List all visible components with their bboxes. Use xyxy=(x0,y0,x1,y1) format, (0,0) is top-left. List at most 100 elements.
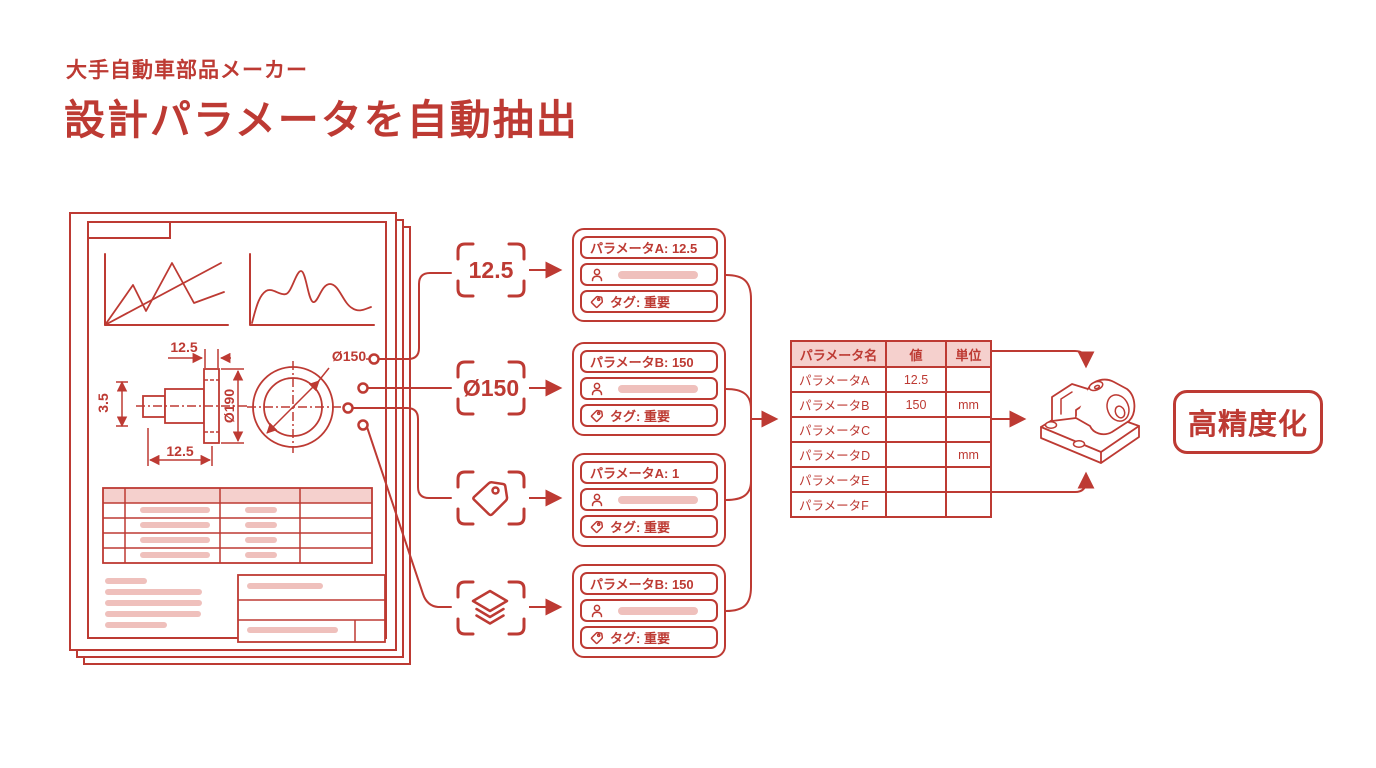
document-part-side-view xyxy=(116,349,250,466)
table-row: パラメータE xyxy=(790,466,992,493)
table-cell: パラメータD xyxy=(790,441,887,468)
tag-row: タグ: 重要 xyxy=(580,626,718,649)
parameter-label: パラメータB: 150 xyxy=(590,577,694,592)
table-cell xyxy=(885,491,947,518)
dimension-flange-diameter: Ø190 xyxy=(221,388,237,424)
table-row: パラメータD mm xyxy=(790,441,992,468)
placeholder-bar xyxy=(618,495,698,504)
dimension-step-height: 3.5 xyxy=(95,393,111,413)
placeholder-bar xyxy=(618,384,698,393)
outcome-label: 高精度化 xyxy=(1187,409,1308,441)
person-icon xyxy=(591,493,603,506)
document-text-placeholder xyxy=(105,578,202,628)
col-header-unit: 単位 xyxy=(945,340,992,368)
card-merge-connector xyxy=(725,274,779,612)
tag-icon xyxy=(590,295,604,308)
extractor-value-label: 12.5 xyxy=(468,257,514,283)
table-part-arrows xyxy=(989,350,1095,493)
document-tab xyxy=(87,221,171,239)
document-curve-chart xyxy=(249,253,375,326)
owner-row xyxy=(580,599,718,622)
extractor-frame-2 xyxy=(456,360,526,416)
owner-row xyxy=(580,263,718,286)
placeholder-bar xyxy=(618,606,698,615)
outcome-badge: 高精度化 xyxy=(1173,390,1323,454)
parameter-row: パラメータA: 1 xyxy=(580,461,718,484)
extractor-card-arrows xyxy=(529,261,563,616)
tag-icon xyxy=(590,409,604,422)
extractor-frame-3 xyxy=(456,470,526,526)
person-icon xyxy=(591,382,603,395)
placeholder-bar xyxy=(618,270,698,279)
document-data-table xyxy=(102,487,373,564)
table-cell xyxy=(885,441,947,468)
extraction-leads xyxy=(342,272,452,608)
eyebrow-label: 大手自動車部品メーカー xyxy=(66,59,308,82)
page-title: 設計パラメータを自動抽出 xyxy=(64,97,579,143)
tag-icon xyxy=(590,520,604,533)
parameter-row: パラメータB: 150 xyxy=(580,572,718,595)
table-cell: パラメータB xyxy=(790,391,887,418)
tag-row: タグ: 重要 xyxy=(580,290,718,313)
table-cell: パラメータF xyxy=(790,491,887,518)
extractor-frame-1 xyxy=(456,242,526,298)
table-row: パラメータB 150 mm xyxy=(790,391,992,418)
dimension-circle-diameter: Ø150 xyxy=(331,348,367,364)
document-title-block xyxy=(237,574,386,643)
document-line-chart xyxy=(104,253,229,326)
extracted-card-group-3: パラメータA: 1 タグ: 重要 xyxy=(572,453,726,547)
extracted-card-group-2: パラメータB: 150 タグ: 重要 xyxy=(572,342,726,436)
owner-row xyxy=(580,488,718,511)
anchor-dot xyxy=(357,419,369,431)
table-cell: mm xyxy=(945,441,992,468)
tag-icon xyxy=(468,476,512,520)
table-cell xyxy=(885,416,947,443)
parameter-table: パラメータ名 値 単位 パラメータA 12.5 パラメータB 150 mm パラ… xyxy=(790,340,992,518)
table-cell xyxy=(945,366,992,393)
tag-label: タグ: 重要 xyxy=(610,295,670,310)
col-header-name: パラメータ名 xyxy=(790,340,887,368)
dimension-bottom-width: 12.5 xyxy=(166,443,194,459)
extractor-frame-4 xyxy=(456,580,526,636)
table-row: パラメータC xyxy=(790,416,992,443)
extractor-value-label: Ø150 xyxy=(462,375,520,401)
table-header-row: パラメータ名 値 単位 xyxy=(790,340,992,368)
table-row: パラメータA 12.5 xyxy=(790,366,992,393)
person-icon xyxy=(591,268,603,281)
table-cell xyxy=(945,416,992,443)
tag-label: タグ: 重要 xyxy=(610,631,670,646)
table-cell: 12.5 xyxy=(885,366,947,393)
table-cell xyxy=(885,466,947,493)
tag-label: タグ: 重要 xyxy=(610,520,670,535)
table-cell: パラメータA xyxy=(790,366,887,393)
tag-row: タグ: 重要 xyxy=(580,404,718,427)
col-header-value: 値 xyxy=(885,340,947,368)
anchor-dot xyxy=(368,353,380,365)
table-cell xyxy=(945,491,992,518)
tag-icon xyxy=(590,631,604,644)
table-cell: mm xyxy=(945,391,992,418)
document-circle-feature xyxy=(247,358,369,453)
layers-icon xyxy=(468,586,512,630)
table-cell: 150 xyxy=(885,391,947,418)
owner-row xyxy=(580,377,718,400)
anchor-dot xyxy=(342,402,354,414)
table-cell: パラメータE xyxy=(790,466,887,493)
anchor-dot xyxy=(357,382,369,394)
tag-label: タグ: 重要 xyxy=(610,409,670,424)
3d-part-drawing xyxy=(1040,378,1140,464)
parameter-row: パラメータB: 150 xyxy=(580,350,718,373)
parameter-label: パラメータB: 150 xyxy=(590,355,694,370)
table-cell xyxy=(945,466,992,493)
person-icon xyxy=(591,604,603,617)
dimension-top-width: 12.5 xyxy=(170,339,198,355)
table-row: パラメータF xyxy=(790,491,992,518)
parameter-label: パラメータA: 1 xyxy=(590,466,680,481)
extracted-card-group-1: パラメータA: 12.5 タグ: 重要 xyxy=(572,228,726,322)
parameter-label: パラメータA: 12.5 xyxy=(590,241,698,256)
tag-row: タグ: 重要 xyxy=(580,515,718,538)
parameter-row: パラメータA: 12.5 xyxy=(580,236,718,259)
table-cell: パラメータC xyxy=(790,416,887,443)
